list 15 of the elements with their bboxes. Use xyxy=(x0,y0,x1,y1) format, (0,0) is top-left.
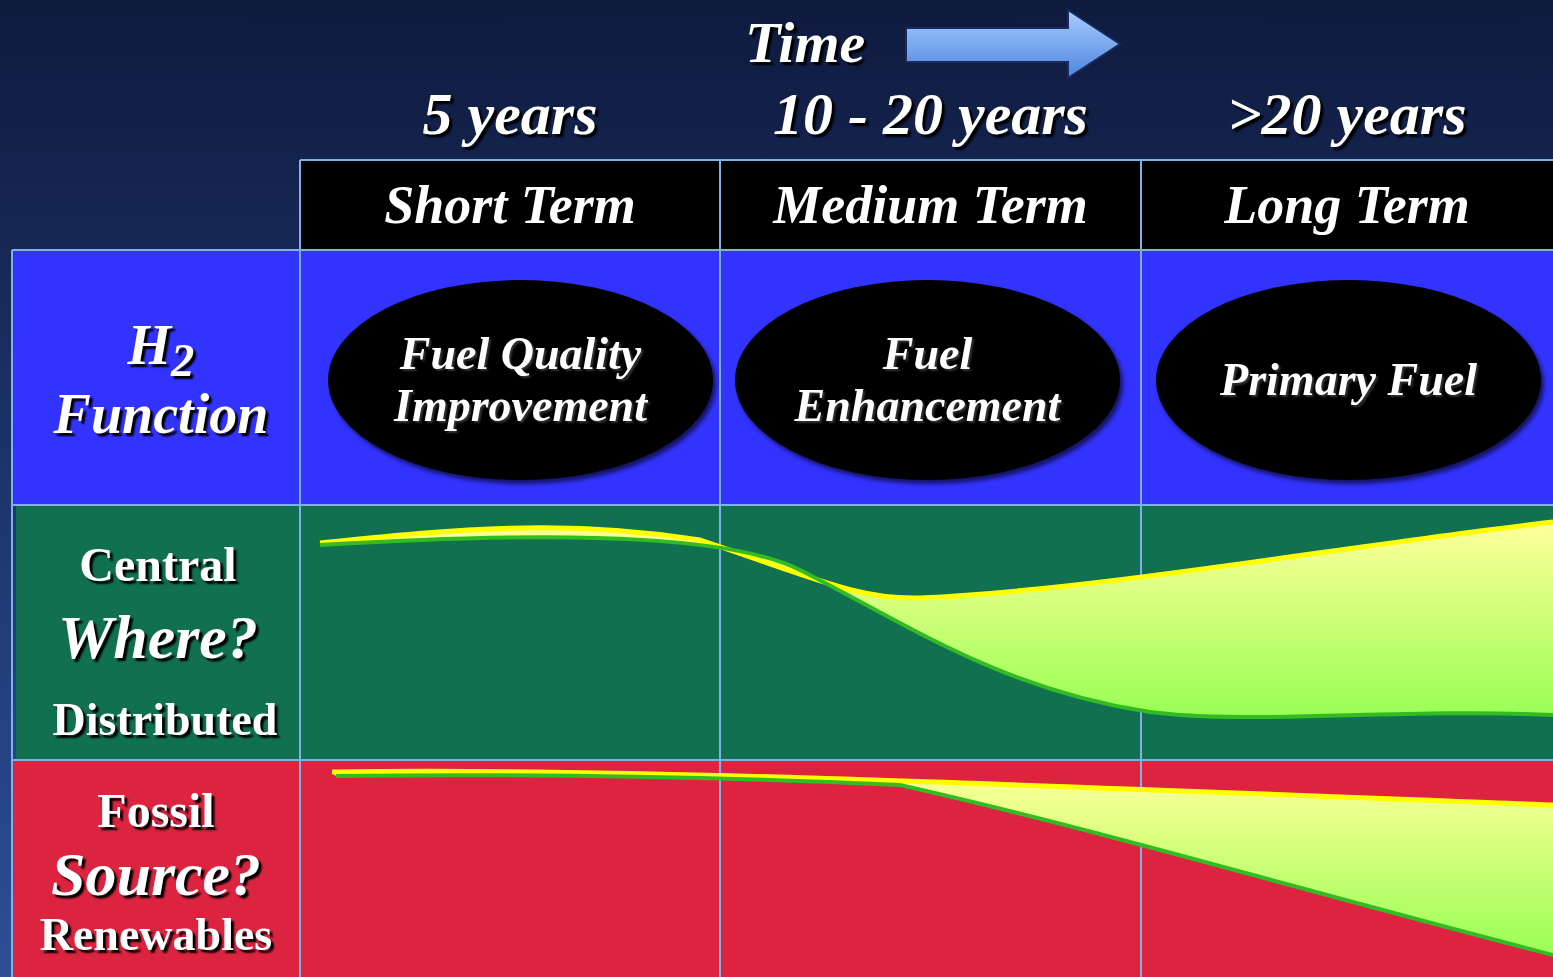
period-label: 10 - 20 years xyxy=(772,79,1089,149)
node-text: Fuel Enhancement xyxy=(793,328,1063,432)
column-heading: Long Term xyxy=(1223,173,1471,237)
node-text: Fuel Quality Improvement xyxy=(392,328,649,432)
period-label: 5 years xyxy=(421,79,599,149)
row-question: Where? xyxy=(57,602,259,674)
row-option: Distributed xyxy=(30,690,300,750)
row-option: Fossil xyxy=(12,782,300,840)
row-heading: H$_{2}$ Function xyxy=(52,313,270,448)
node-text: Primary Fuel xyxy=(1220,354,1477,406)
period-label: >20 years xyxy=(1226,79,1468,149)
axis-title: Time xyxy=(745,8,867,77)
column-heading: Short Term xyxy=(383,173,637,237)
row-option: Central xyxy=(16,535,300,595)
column-heading: Medium Term xyxy=(771,173,1089,237)
